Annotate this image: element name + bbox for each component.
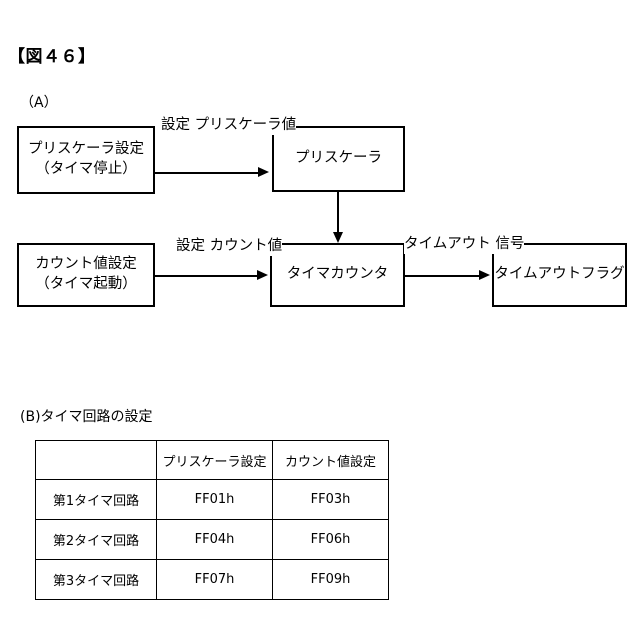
table-row: 第2タイマ回路 FF04h FF06h <box>35 519 389 560</box>
arrowhead-right-icon <box>479 269 490 280</box>
edge-label-set-prescaler-line2: プリスケーラ値 <box>194 117 297 133</box>
table-cell-prescaler-value: FF04h <box>156 519 273 560</box>
arrowhead-right-icon <box>258 166 269 177</box>
table-cell-count-value: FF06h <box>272 519 389 560</box>
table-cell-prescaler-value: FF07h <box>156 559 273 600</box>
table-cell-circuit-label: 第3タイマ回路 <box>35 559 157 600</box>
edge-label-set-count-line1: 設定 <box>176 238 205 254</box>
table-header-blank <box>35 440 157 480</box>
block-prescaler-setting-line1: プリスケーラ設定 <box>28 141 144 158</box>
timer-settings-table: プリスケーラ設定 カウント値設定 第1タイマ回路 FF01h FF03h 第2タ… <box>35 440 389 600</box>
block-timeout-flag: タイムアウトフラグ <box>492 243 627 307</box>
table-header-prescaler: プリスケーラ設定 <box>156 440 273 480</box>
arrowhead-down-icon <box>332 232 343 243</box>
table-row: 第3タイマ回路 FF07h FF09h <box>35 559 389 600</box>
connector-prescaler-to-timer-counter <box>337 192 339 234</box>
table-row: 第1タイマ回路 FF01h FF03h <box>35 479 389 520</box>
figure-title: 【図４６】 <box>8 47 96 67</box>
block-count-setting-line1: カウント値設定 <box>35 256 137 273</box>
table-cell-prescaler-value: FF01h <box>156 479 273 520</box>
arrowhead-right-icon <box>257 269 268 280</box>
block-count-setting-line2: （タイマ起動） <box>35 276 137 292</box>
block-timeout-flag-line1: タイムアウトフラグ <box>494 266 625 283</box>
section-label-a: （A） <box>20 95 58 111</box>
block-prescaler-line1: プリスケーラ <box>295 150 382 167</box>
table-header-count: カウント値設定 <box>272 440 389 480</box>
connector-count-setting-to-timer-counter <box>155 275 258 277</box>
table-cell-circuit-label: 第2タイマ回路 <box>35 519 157 560</box>
block-count-setting: カウント値設定 （タイマ起動） <box>17 243 155 307</box>
block-prescaler-setting-line2: （タイマ停止） <box>35 161 137 177</box>
edge-label-set-prescaler: 設定 プリスケーラ値 <box>161 116 297 135</box>
section-label-b: (B)タイマ回路の設定 <box>20 409 153 425</box>
edge-label-timeout-signal: タイムアウト 信号 <box>404 235 525 254</box>
block-prescaler-setting: プリスケーラ設定 （タイマ停止） <box>17 126 155 194</box>
block-timer-counter: タイマカウンタ <box>270 243 405 307</box>
block-prescaler: プリスケーラ <box>272 126 405 192</box>
edge-label-timeout-signal-line1: タイムアウト <box>404 236 491 252</box>
connector-prescaler-setting-to-prescaler <box>155 172 260 174</box>
table-header-row: プリスケーラ設定 カウント値設定 <box>35 440 389 480</box>
table-cell-count-value: FF03h <box>272 479 389 520</box>
block-timer-counter-line1: タイマカウンタ <box>286 266 389 283</box>
edge-label-set-count-line2: カウント値 <box>209 238 283 254</box>
connector-timer-counter-to-timeout-flag <box>405 275 481 277</box>
edge-label-set-count: 設定 カウント値 <box>176 237 283 256</box>
table-cell-circuit-label: 第1タイマ回路 <box>35 479 157 520</box>
edge-label-set-prescaler-line1: 設定 <box>161 117 190 133</box>
table-cell-count-value: FF09h <box>272 559 389 600</box>
edge-label-timeout-signal-line2: 信号 <box>495 236 525 252</box>
